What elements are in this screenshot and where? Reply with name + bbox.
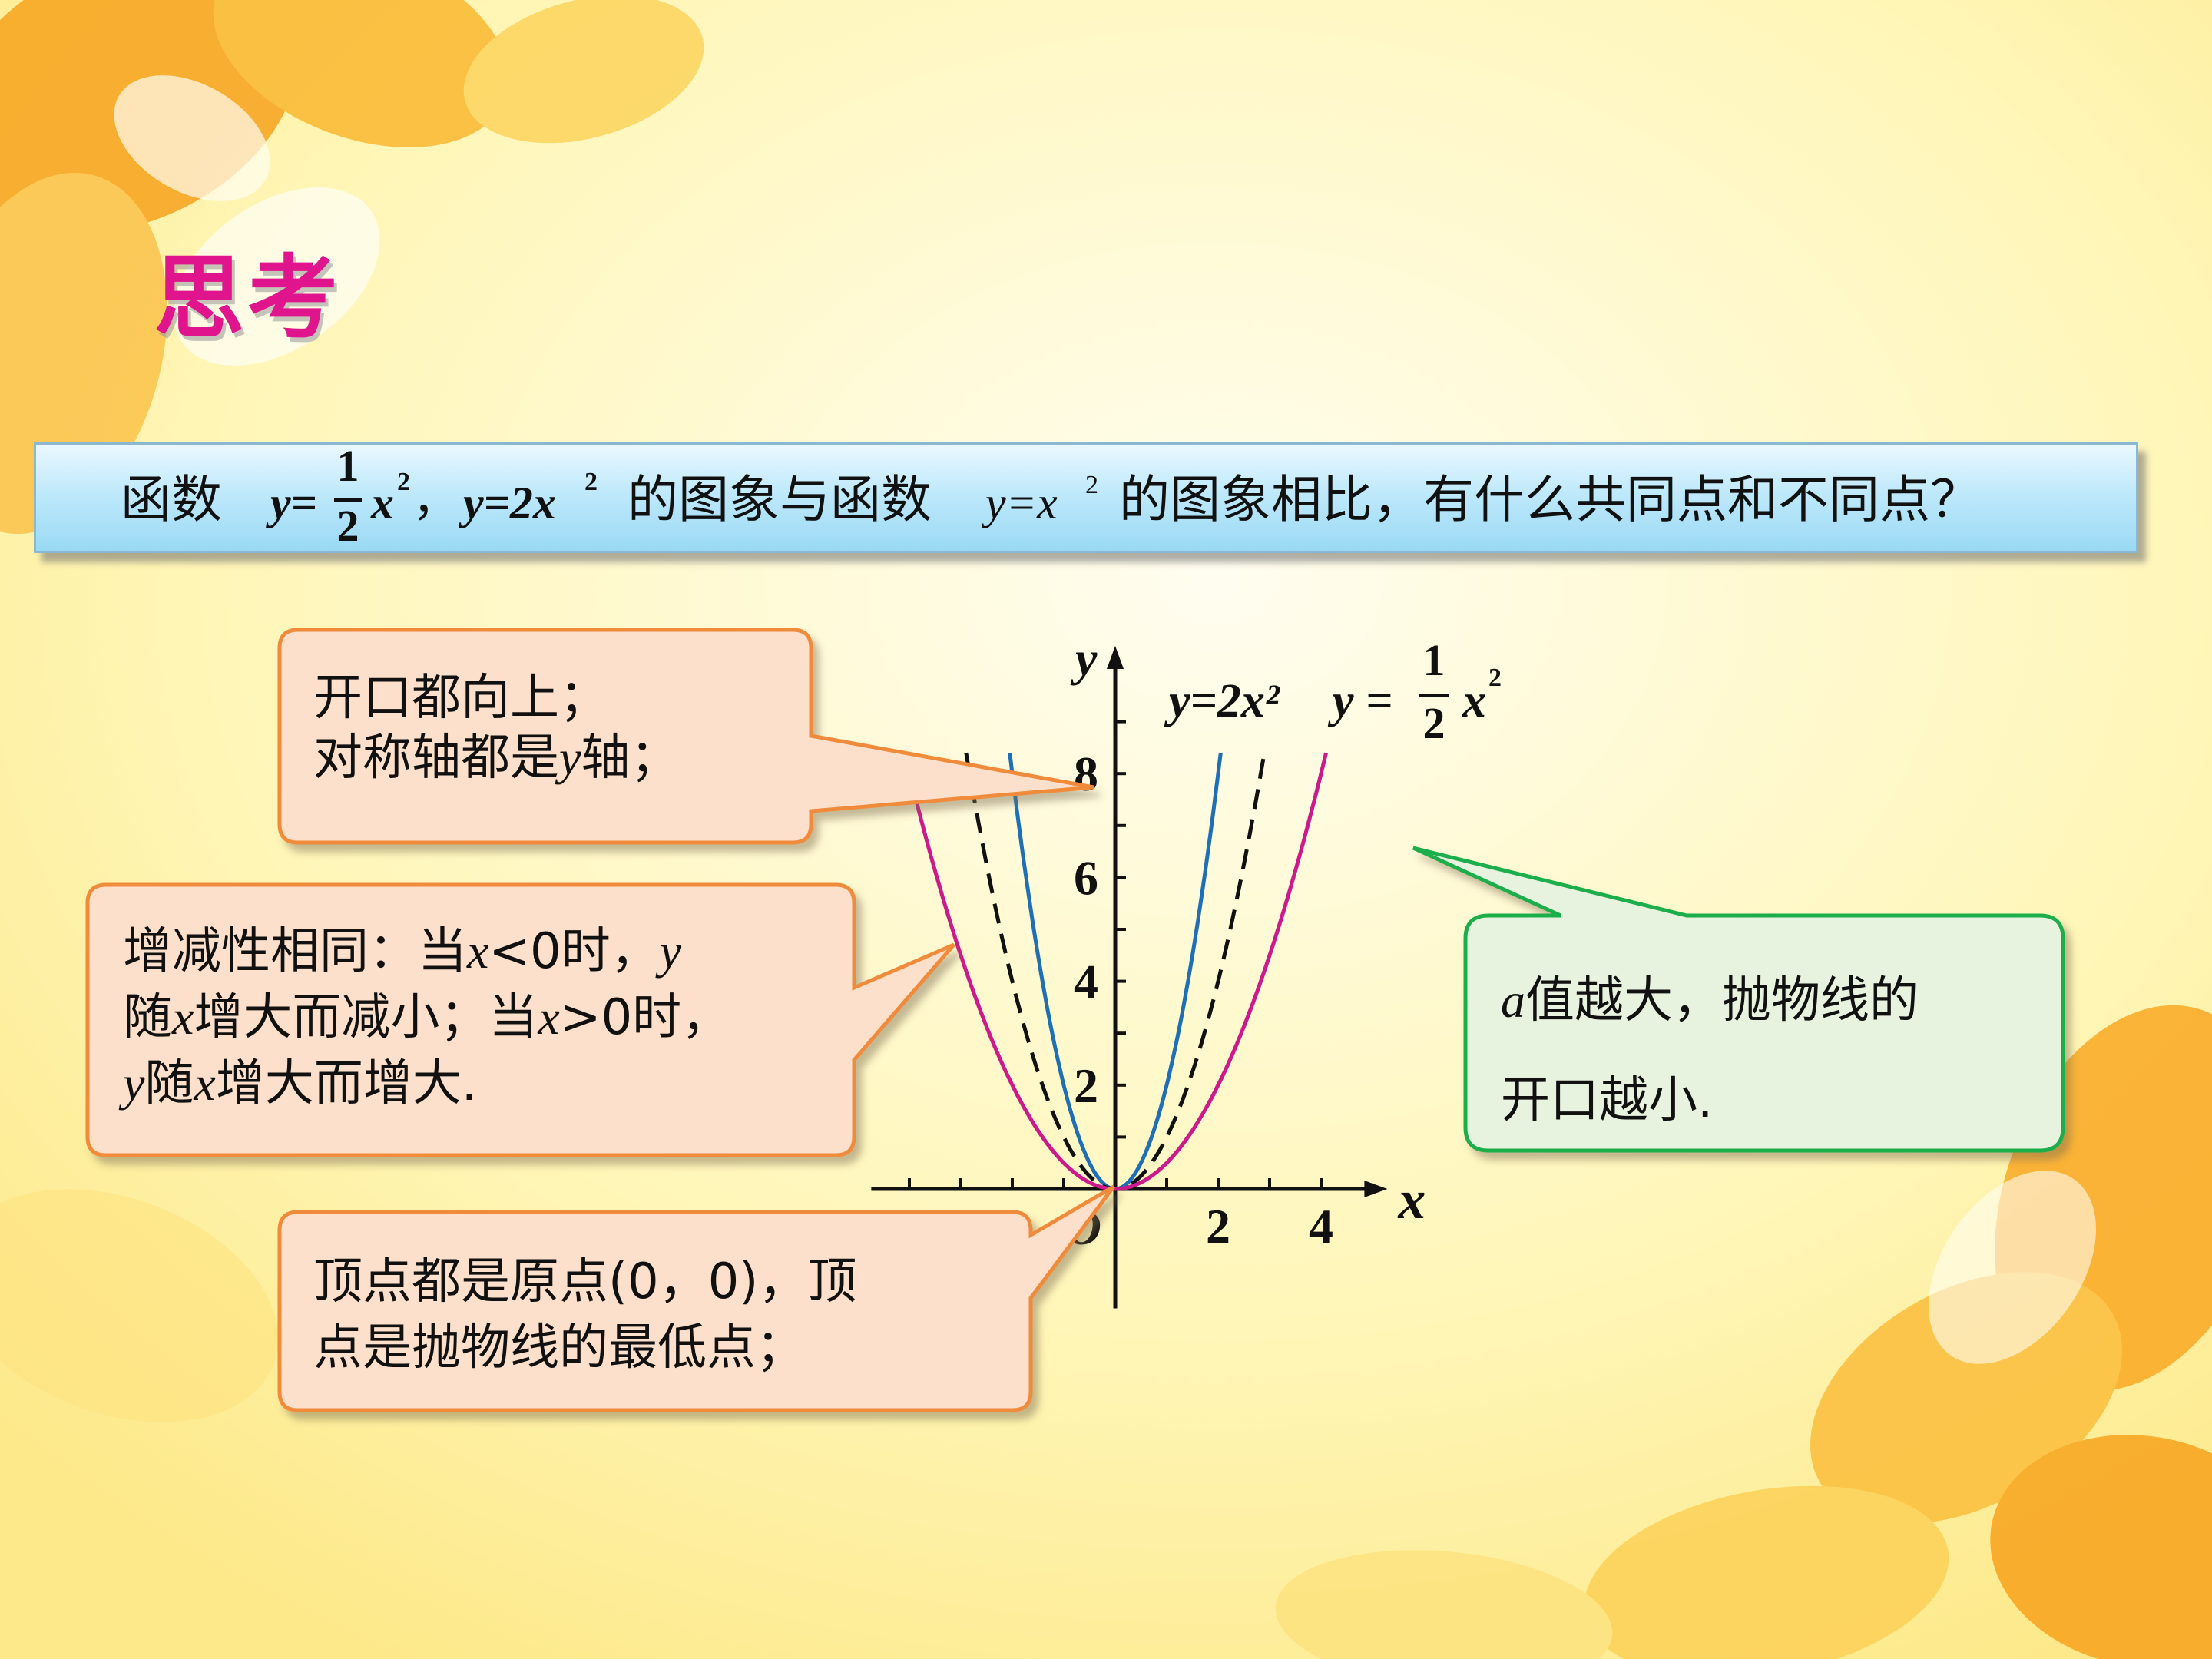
callout-monotonic-line2: 随x增大而减小；当x>0时， [123, 985, 730, 1051]
series-label-half-numerator: 1 [1422, 635, 1445, 685]
curves [902, 752, 1329, 1191]
var-a: a [1501, 973, 1525, 1028]
x-axis-arrow [1364, 1181, 1388, 1197]
text-part: <0时， [488, 923, 660, 980]
series-label-half-denominator: 2 [1422, 698, 1445, 748]
question-prefix: 函数 [121, 470, 222, 529]
func3-label: y=x [985, 478, 1058, 528]
y-tick-label: 6 [1074, 850, 1098, 905]
y-axis-arrow [1107, 645, 1124, 669]
var-x: x [538, 990, 560, 1045]
callout-conclusion-line1: a值越大，抛物线的 [1501, 951, 1919, 1051]
callout-vertex-text: 顶点都是原点(0，0)，顶 点是抛物线的最低点； [313, 1249, 856, 1381]
series-label-half-bar [1419, 694, 1449, 697]
text-part: >0时， [559, 989, 731, 1046]
y-tick-label: 4 [1074, 955, 1098, 1009]
series-label-half-x: x [1462, 675, 1486, 727]
series-label-2x2-text: y=2x² [1169, 675, 1280, 727]
series-curve-2 [902, 752, 1329, 1191]
page-title: 思考 [154, 245, 342, 351]
func2-exponent: 2 [584, 468, 598, 496]
func1-exponent: 2 [397, 468, 410, 496]
y-tick-label: 2 [1074, 1058, 1098, 1113]
var-y: y [123, 1056, 145, 1111]
func3-exponent: 2 [1085, 471, 1098, 499]
func1-x: x [371, 478, 394, 528]
text-part: 随 [144, 1055, 194, 1112]
callout-opening-part: 轴； [581, 730, 680, 786]
axes: 242468Oxy [871, 631, 1426, 1309]
question-suffix: 的图象相比，有什么共同点和不同点？ [1119, 470, 1981, 529]
x-axis-label: x [1397, 1169, 1426, 1230]
text-part: 值越大，抛物线的 [1525, 972, 1919, 1029]
y-tick-label: 8 [1074, 747, 1098, 801]
series-label-half-prefix: y = [1333, 675, 1393, 727]
callout-vertex-bubble [277, 1184, 1116, 1412]
question-middle: 的图象与函数 [628, 470, 932, 529]
callout-opening-var: y [559, 730, 581, 785]
callout-monotonic-line1: 增减性相同：当x<0时，y [123, 919, 730, 985]
x-tick-label: 4 [1309, 1199, 1333, 1253]
callout-opening-text: 开口都向上； 对称轴都是y轴； [313, 668, 679, 788]
callout-opening-bubble [277, 628, 1094, 845]
var-x: x [172, 990, 194, 1045]
callout-conclusion-bubble [1412, 846, 2065, 1153]
callout-monotonic-bubble [85, 882, 955, 1157]
var-x: x [194, 1056, 216, 1111]
callout-shapes [85, 628, 2065, 1412]
callout-conclusion-line2: 开口越小. [1501, 1072, 1714, 1129]
func1-denominator: 2 [336, 501, 359, 551]
callout-opening-part: 对称轴都是 [313, 730, 559, 786]
callout-opening-line2: 对称轴都是y轴； [313, 728, 679, 788]
fraction-bar [334, 498, 362, 502]
separator: ， [412, 473, 459, 527]
text-part: 增大而减小；当 [194, 989, 538, 1046]
callout-monotonic-line3: y随x增大而增大. [123, 1051, 730, 1117]
var-y: y [659, 924, 682, 979]
y-axis-label: y [1070, 631, 1098, 686]
func1-numerator: 1 [336, 441, 359, 491]
callout-conclusion-text: a值越大，抛物线的 开口越小. [1501, 951, 1919, 1151]
x-tick-label: 2 [1206, 1199, 1230, 1253]
var-x: x [467, 924, 489, 979]
text-part: 增减性相同：当 [123, 923, 467, 980]
callout-monotonic-text: 增减性相同：当x<0时，y 随x增大而减小；当x>0时， y随x增大而增大. [123, 919, 730, 1117]
text-part: 增大而增大. [215, 1055, 478, 1112]
callout-vertex-line1: 顶点都是原点(0，0)，顶 [313, 1253, 857, 1310]
question-banner: 函数 y= 1 2 x 2 ， y=2x 2 的图象与函数 y=x 2 的图象相… [34, 441, 2138, 553]
series-label-half-exp: 2 [1488, 664, 1502, 692]
text-part: 随 [123, 989, 172, 1046]
series-label-2x2: y=2x² [1169, 674, 1279, 729]
func2-label: y=2x [463, 478, 556, 528]
callout-vertex-line2: 点是抛物线的最低点； [313, 1320, 805, 1376]
callout-opening-line1: 开口都向上； [313, 670, 608, 727]
func1-label: y= [270, 478, 317, 528]
